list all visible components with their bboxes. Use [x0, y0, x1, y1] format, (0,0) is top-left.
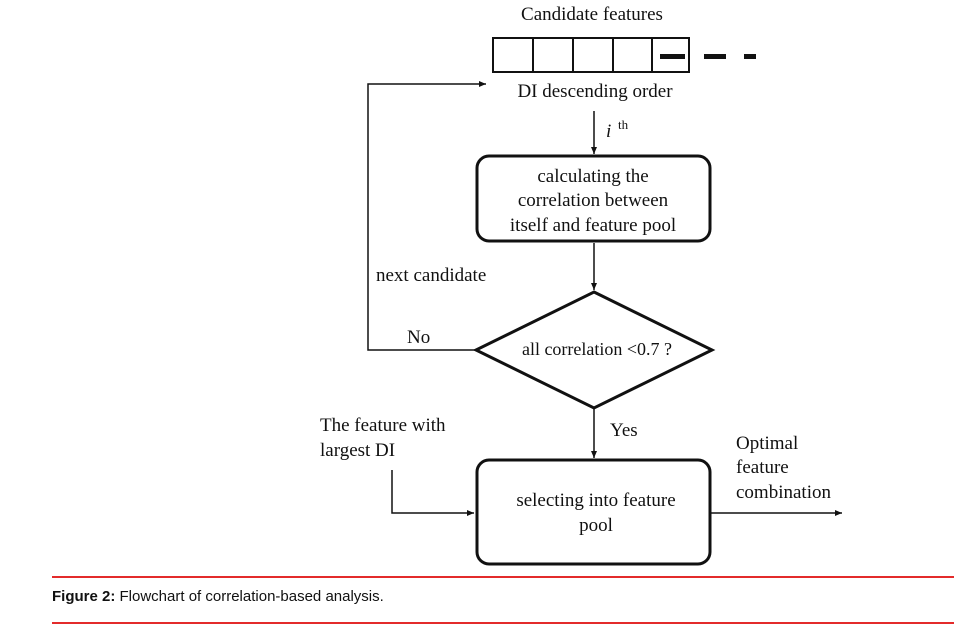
caption-text: Flowchart of correlation-based analysis. — [115, 588, 384, 605]
yes-label: Yes — [610, 420, 638, 441]
no-loop-arrow — [367, 81, 486, 351]
order-label: DI descending order — [517, 81, 673, 102]
selection-box — [475, 458, 712, 566]
output-line-1: Optimal — [736, 433, 798, 454]
feature-continuation-dashes — [660, 54, 756, 59]
feature-array-frame — [492, 37, 690, 73]
decision-label: all correlation <0.7 ? — [522, 339, 672, 359]
calculation-line-2: correlation between — [518, 190, 669, 211]
selection-line-2: pool — [579, 515, 613, 536]
output-line-3: combination — [736, 482, 831, 503]
feature-array — [492, 37, 690, 73]
flowchart: Candidate features DI descending order i… — [320, 4, 842, 566]
output-line-2: feature — [736, 457, 789, 478]
largest-di-line-1: The feature with — [320, 415, 446, 436]
candidate-features-label: Candidate features — [521, 4, 663, 25]
calculation-line-3: itself and feature pool — [510, 215, 676, 236]
ith-label: i — [606, 121, 611, 142]
calculation-line-1: calculating the — [537, 166, 648, 187]
largest-di-line-2: largest DI — [320, 440, 395, 461]
figure-caption: Figure 2: Flowchart of correlation-based… — [52, 588, 384, 605]
no-label: No — [407, 327, 430, 348]
largest-di-arrow — [391, 470, 474, 516]
next-candidate-label: next candidate — [376, 265, 486, 286]
calculation-box — [475, 154, 712, 243]
caption-label: Figure 2: — [52, 588, 116, 605]
caption-bottom-rule — [52, 622, 954, 624]
selection-line-1: selecting into feature — [516, 490, 675, 511]
ith-superscript: th — [618, 117, 629, 132]
caption-top-rule — [52, 576, 954, 578]
